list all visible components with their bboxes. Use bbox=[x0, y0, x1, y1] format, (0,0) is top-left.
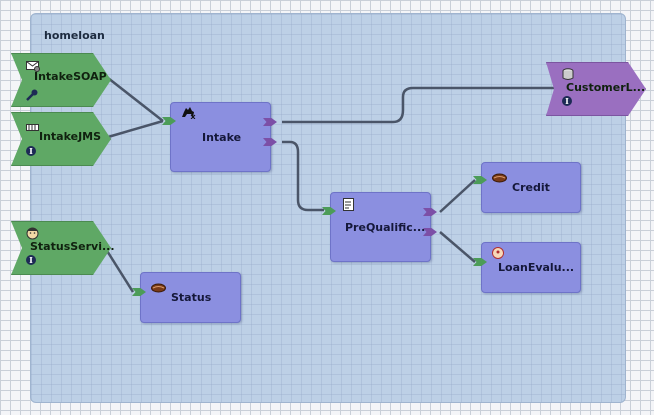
component-label: LoanEvalu... bbox=[498, 261, 575, 274]
component-label: PreQualific... bbox=[345, 221, 426, 234]
intake-reference-pin[interactable] bbox=[263, 138, 277, 146]
interface-badge-icon: I bbox=[26, 146, 36, 156]
database-icon bbox=[562, 66, 574, 85]
composite-title: homeloan bbox=[44, 29, 105, 42]
component-label: Intake bbox=[202, 131, 242, 144]
status-service-pin[interactable] bbox=[132, 288, 146, 296]
jms-icon bbox=[26, 117, 40, 136]
prequal-service-pin[interactable] bbox=[322, 207, 336, 215]
component-label: Status bbox=[171, 291, 212, 304]
bean-icon bbox=[151, 278, 166, 297]
service-label: StatusServi... bbox=[30, 240, 115, 253]
reference-label: CustomerL... bbox=[566, 81, 646, 94]
prequal-reference-pin[interactable] bbox=[423, 228, 437, 236]
user-icon bbox=[26, 225, 39, 244]
component-label: Credit bbox=[512, 181, 550, 194]
loan-service-pin[interactable] bbox=[473, 258, 487, 266]
camel-icon bbox=[181, 104, 196, 123]
intake-reference-pin[interactable] bbox=[263, 118, 277, 126]
component-credit[interactable] bbox=[481, 162, 581, 213]
document-icon bbox=[343, 196, 354, 215]
service-intakejms[interactable] bbox=[11, 112, 111, 166]
rules-icon bbox=[492, 245, 504, 264]
bean-icon bbox=[492, 168, 507, 187]
service-label: IntakeJMS bbox=[39, 130, 102, 143]
interface-badge-icon: I bbox=[26, 255, 36, 265]
intake-service-pin[interactable] bbox=[162, 117, 176, 125]
envelope-gear-icon bbox=[26, 57, 40, 76]
service-label: IntakeSOAP bbox=[34, 70, 107, 83]
credit-service-pin[interactable] bbox=[473, 176, 487, 184]
wrench-icon bbox=[26, 86, 38, 105]
component-status[interactable] bbox=[140, 272, 241, 323]
prequal-reference-pin[interactable] bbox=[423, 208, 437, 216]
interface-badge-icon: I bbox=[562, 96, 572, 106]
